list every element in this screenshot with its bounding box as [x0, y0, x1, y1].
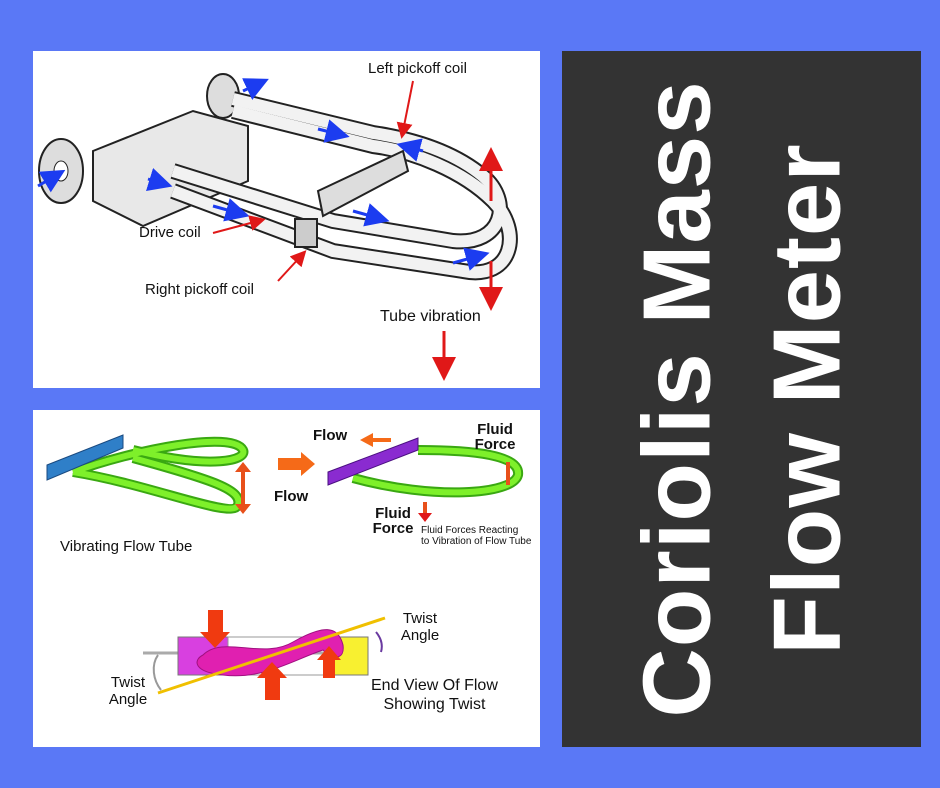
- flow-arrow-mid: [278, 452, 315, 476]
- label-fluid-force-top: Fluid Force: [474, 421, 516, 453]
- title-line-2: Flow Meter: [752, 143, 860, 655]
- force-arrow-right: [317, 646, 341, 678]
- label-twist-angle-right: Twist Angle: [400, 610, 440, 644]
- meter-schematic-illustration: [37, 73, 518, 381]
- mounting-bar-blue: [46, 434, 124, 481]
- label-fluid-force-bottom: Fluid Force: [372, 505, 414, 537]
- coriolis-effect-panel: Vibrating Flow Tube Flow Flow Fluid Forc…: [33, 410, 540, 747]
- title-line-1: Coriolis Mass: [622, 80, 730, 718]
- reacting-line-2: to Vibration of Flow Tube: [421, 536, 532, 547]
- label-drive-coil: Drive coil: [139, 224, 201, 241]
- label-end-view: End View Of Flow Showing Twist: [371, 676, 498, 714]
- end-view-line-1: End View Of Flow: [371, 677, 498, 694]
- label-flow-mid: Flow: [274, 488, 309, 505]
- mounting-bar-purple: [327, 437, 419, 486]
- label-tube-vibration: Tube vibration: [380, 308, 481, 325]
- meter-schematic-panel: Left pickoff coil Drive coil Right picko…: [33, 51, 540, 388]
- drive-coil-block: [294, 218, 318, 248]
- vibration-arrow: [235, 462, 251, 514]
- force-arrows: [200, 610, 287, 700]
- vibration-arrows: [432, 147, 503, 381]
- fluid-force-arrows: [418, 462, 510, 522]
- label-vibrating-flow-tube: Vibrating Flow Tube: [60, 538, 193, 555]
- coriolis-effect-illustration: [46, 433, 523, 700]
- brace-plate: [316, 149, 410, 218]
- label-left-pickoff-coil: Left pickoff coil: [368, 60, 467, 77]
- label-pointers: [212, 80, 414, 282]
- flow-direction-arrows: [37, 78, 490, 271]
- twisted-tube: [196, 629, 344, 677]
- title-panel: Coriolis Mass Flow Meter: [562, 51, 921, 747]
- label-fluid-forces-reacting: Fluid Forces Reacting to Vibration of Fl…: [421, 525, 531, 547]
- end-view-line-2: Showing Twist: [383, 696, 486, 713]
- twist-angle-arc-right: [375, 631, 383, 653]
- label-flow-top: Flow: [313, 427, 348, 444]
- label-twist-angle-left: Twist Angle: [108, 674, 148, 708]
- reacting-line-1: Fluid Forces Reacting: [421, 525, 519, 536]
- twist-line: [157, 616, 386, 695]
- flow-arrow-top: [360, 433, 391, 447]
- label-right-pickoff-coil: Right pickoff coil: [145, 281, 254, 298]
- twist-angle-arc-left: [152, 654, 162, 691]
